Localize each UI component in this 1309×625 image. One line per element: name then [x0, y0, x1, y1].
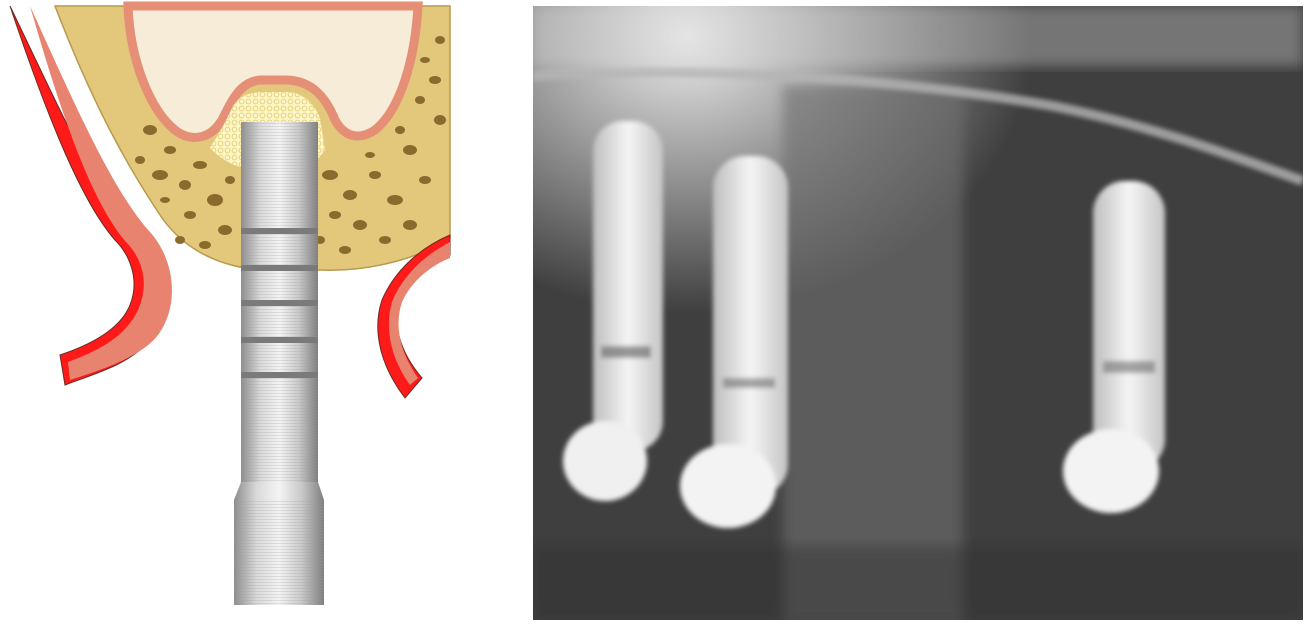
illustration-svg — [0, 0, 470, 620]
radiograph-panel — [533, 6, 1303, 620]
depth-marking — [241, 372, 318, 378]
depth-marking — [241, 228, 318, 234]
depth-marking — [241, 265, 318, 271]
depth-marking — [241, 337, 318, 343]
radiograph-svg — [533, 6, 1303, 620]
depth-marking — [241, 300, 318, 306]
osteotome-instrument — [234, 122, 324, 605]
radiopaque-band — [783, 86, 963, 620]
osteotome-sinus-lift-illustration — [0, 0, 470, 620]
